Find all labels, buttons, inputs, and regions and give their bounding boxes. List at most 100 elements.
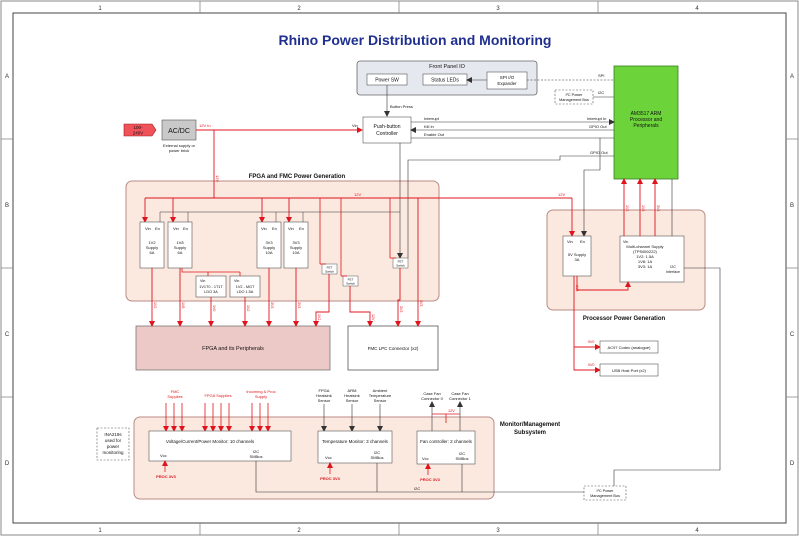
fet-2-l2: Switch [346, 282, 355, 286]
rail-r6: 3V3 [297, 302, 301, 308]
fet-1-l2: Switch [325, 270, 334, 274]
gpio-out2-label: GPIO Out [590, 150, 608, 155]
mains-input [123, 123, 157, 137]
temp-i2c-1: I2C [374, 450, 380, 455]
supply-3-l1: 3V3 [265, 240, 273, 245]
fet-switch-3: FET Switch [392, 257, 409, 269]
row-d-left: D [5, 461, 10, 467]
supply-4-l3: 10A [292, 250, 299, 255]
ina-l1: INA219s [104, 432, 122, 437]
fan-i2c-1: I2C [459, 451, 465, 456]
sv-l1: 5V Supply [568, 252, 586, 257]
row-a-right: A [790, 74, 794, 80]
supply-2-en: En [183, 226, 188, 231]
mains-label-2: 240V [133, 131, 144, 136]
supply-4-vin: Vin [288, 226, 294, 231]
fan-2-l2: Connector 1 [449, 396, 472, 401]
rail-r14: 1V2 [625, 205, 629, 211]
supply-4-l2: Supply [290, 245, 302, 250]
acdc-out-label: 12V In [199, 123, 211, 128]
arm-label-3: Peripherals [633, 123, 659, 129]
pushbutton-controller [362, 116, 412, 144]
temp-vcc: Vcc [325, 455, 332, 460]
enable-out-label: Enable Out [424, 132, 445, 137]
i2c-bus-bottom-1: I²C Power [597, 489, 615, 493]
fan-1-l1: Case Fan [423, 391, 440, 396]
supply-3-en: En [272, 226, 277, 231]
i2c-bus-top [554, 89, 594, 105]
rail-r4: 1V2 [246, 305, 250, 311]
fan-1-l2: Connector 0 [421, 396, 444, 401]
pushbutton-label-2: Controller [376, 131, 398, 137]
ldo-1-l1: 1V1T0 - 1T1T [199, 285, 223, 289]
gpio-out-label: GPIO Out [589, 124, 607, 129]
supply-1-l3: 6A [150, 250, 155, 255]
row-b-left: B [5, 203, 9, 209]
temp-title: Temperature Monitor: 3 channels [322, 439, 389, 444]
i2c-bus-bottom [583, 485, 627, 501]
multi-l5: 3V3: 1A [638, 264, 653, 269]
sv-vin: Vin [567, 239, 573, 244]
supply-5v: Vin En 5V Supply 3A [562, 235, 592, 277]
spi-label: SPI [598, 73, 604, 78]
i2c-bus-bottom-2: Management Bus [590, 494, 620, 498]
rail-r9: 3V3 [399, 306, 403, 312]
fan-i2c-2: SMBus [456, 456, 469, 461]
fmc-connector [347, 325, 439, 371]
rail-r1: 1V2 [153, 302, 157, 308]
multi-vin: Vin [623, 240, 628, 244]
i2c-bus-top-label-2: Management Bus [559, 98, 589, 102]
temp-monitor: Temperature Monitor: 3 channels Vcc I2C … [317, 430, 393, 464]
vcp-i2c-1: I2C [253, 449, 259, 454]
supply-1v8: Vin En 1V8 Supply 6A [167, 221, 193, 269]
sensor-3-l3: Sensor [374, 398, 387, 403]
ldo-1v0: Vin 1V1T0 - 1T1T LDO 3A [195, 275, 227, 298]
sensor-2-l3: Sensor [346, 398, 359, 403]
group-fmc-1: FMC [171, 389, 180, 394]
vcp-vcc: Vcc [160, 453, 167, 458]
sensor-1-l2: Heatsink [316, 393, 332, 398]
fmc-box-label: FMC LPC Connector (x2) [368, 346, 419, 351]
supply-1-l1: 1V2 [148, 240, 156, 245]
multi-channel-supply: Vin Multi-channel Supply (TPS650222) 1V2… [619, 235, 685, 283]
i2c-top-label: I2C [598, 90, 604, 95]
fan-title: Fan controller: 2 channels [420, 439, 473, 444]
ldo-1-vin: Vin [200, 279, 205, 283]
supply-2-l1: 1V8 [176, 240, 184, 245]
multi-i2c-1: I2C [670, 265, 676, 269]
col-2-top: 2 [297, 6, 301, 12]
ldo-2-l2: LDO 1.5A [237, 290, 254, 294]
supply-4-l1: 3V3 [292, 240, 300, 245]
row-c-right: C [790, 332, 795, 338]
supply-3-vin: Vin [261, 226, 267, 231]
vcp-i2c-2: SMBus [250, 454, 263, 459]
fet-3-l1: FET [398, 260, 404, 264]
monitor-region-title-1: Monitor/Management [500, 422, 560, 428]
supply-3v3-b: Vin En 3V3 Supply 10A [283, 221, 309, 269]
temp-i2c-2: SMBus [371, 455, 384, 460]
ina-l2: used for [105, 438, 122, 443]
col-1-bottom: 1 [98, 528, 102, 534]
multi-l1: Multi-channel Supply [626, 244, 663, 249]
fet-2-l1: FET [348, 278, 354, 282]
supply-4-en: En [299, 226, 304, 231]
row-a-left: A [5, 74, 9, 80]
vcp-monitor: Voltage/Current/Power Monitor: 10 channe… [148, 430, 292, 462]
i2c-bottom-label: I2C [414, 486, 420, 491]
arm-processor [613, 65, 679, 180]
ac97-label: AC97 Codec (analogue) [608, 345, 652, 350]
processor-region-title: Processor Power Generation [583, 316, 666, 322]
ac97-codec [599, 340, 659, 354]
sv-en: En [580, 239, 585, 244]
rail-r5: 3V3 [270, 302, 274, 308]
interrupt-in-label: Interrupt In [587, 116, 606, 121]
fan-proc: PROC 3V3 [420, 477, 441, 482]
vcp-proc: PROC 3V3 [156, 474, 177, 479]
rail-r11: 1V8 [575, 285, 579, 291]
ldo-1v2-mgt: Vin 1V2 - MGT LDO 1.5A [229, 275, 261, 298]
sensor-2-l1: ARM [348, 388, 357, 393]
i2c-bus-top-label-1: I²C Power [566, 93, 584, 97]
sensor-3-l1: Ambient [373, 388, 389, 393]
front-panel-title: Front Panel IO [429, 64, 465, 70]
